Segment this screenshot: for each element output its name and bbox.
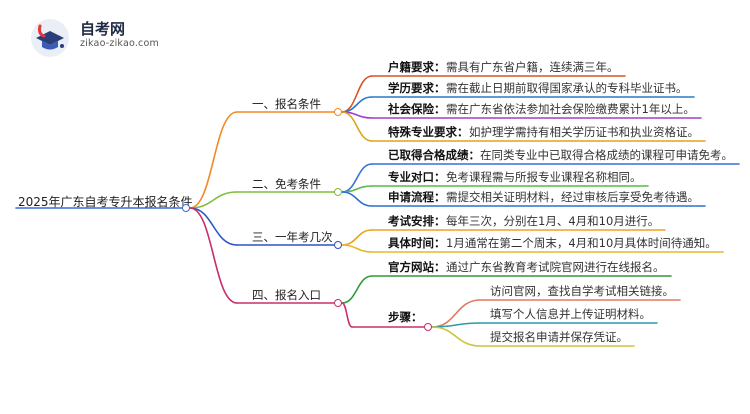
step-item-connector-3 (431, 326, 481, 347)
step-item-1: 访问官网，查找自学考试相关链接。 (490, 284, 674, 298)
leaf-connector-1-2 (341, 96, 373, 113)
logo-icon (28, 16, 72, 60)
leaf-text-4-1: 通过广东省教育考试院官网进行在线报名。 (446, 260, 665, 274)
leaf-connector-1-4 (341, 111, 373, 142)
leaf-label-2-3: 申请流程： (388, 190, 446, 204)
site-url[interactable]: zikao-zikao.com (80, 38, 159, 49)
branch-connector-4 (189, 207, 238, 304)
leaf-text-1-3: 需在广东省依法参加社会保险缴费累计1年以上。 (446, 102, 695, 116)
leaf-label-2-1: 已取得合格成绩： (388, 148, 480, 162)
branch-node-3[interactable] (334, 241, 342, 249)
leaf-connector-2-2 (341, 185, 373, 193)
step-label: 步骤： (388, 310, 423, 324)
leaf-connector-1-1 (341, 75, 373, 113)
step-connector (341, 302, 353, 328)
leaf-text-3-2: 1月通常在第二个周末，4月和10月具体时间待通知。 (446, 236, 717, 250)
leaf-connector-2-3 (341, 191, 373, 207)
leaf-text-1-4: 如护理学需持有相关学历证书和执业资格证。 (469, 125, 699, 139)
branch-node-4[interactable] (334, 299, 342, 307)
branch-connector-3 (189, 207, 238, 246)
step-node[interactable] (424, 323, 432, 331)
leaf-label-1-4: 特殊专业要求： (388, 125, 469, 139)
branch-node-2[interactable] (334, 188, 342, 196)
step-item-connector-2 (431, 322, 481, 328)
leaf-connector-4-1 (341, 275, 373, 304)
branch-label-4: 四、报名入口 (252, 288, 321, 302)
leaf-label-1-3: 社会保险： (388, 102, 446, 116)
root-node[interactable] (182, 204, 190, 212)
leaf-label-4-1: 官方网站： (388, 260, 446, 274)
leaf-text-2-3: 需提交相关证明材料，经过审核后享受免考待遇。 (446, 190, 699, 204)
leaf-text-3-1: 每年三次，分别在1月、4月和10月进行。 (446, 214, 660, 228)
leaf-label-1-1: 户籍要求： (388, 60, 446, 74)
leaf-label-1-2: 学历要求： (388, 81, 446, 95)
leaf-connector-3-1 (341, 229, 373, 246)
branch-label-2: 二、免考条件 (252, 177, 321, 191)
site-name[interactable]: 自考网 (80, 20, 126, 38)
root-topic: 2025年广东自考专升本报名条件 (18, 195, 193, 209)
leaf-label-3-1: 考试安排： (388, 214, 446, 228)
leaf-connector-2-1 (341, 163, 373, 193)
leaf-text-2-2: 免考课程需与所报专业课程名称相同。 (446, 170, 642, 184)
branch-label-1: 一、报名条件 (252, 97, 321, 111)
branch-node-1[interactable] (334, 108, 342, 116)
leaf-label-2-2: 专业对口： (388, 170, 446, 184)
leaf-connector-3-2 (341, 244, 373, 253)
leaf-text-2-1: 在同类专业中已取得合格成绩的课程可申请免考。 (480, 148, 733, 162)
step-item-2: 填写个人信息并上传证明材料。 (490, 307, 651, 321)
step-item-3: 提交报名申请并保存凭证。 (490, 330, 628, 344)
branch-label-3: 三、一年考几次 (252, 230, 333, 244)
leaf-label-3-2: 具体时间： (388, 236, 446, 250)
leaf-text-1-2: 需在截止日期前取得国家承认的专科毕业证书。 (446, 81, 688, 95)
branch-connector-1 (189, 111, 238, 209)
branch-connector-2 (189, 191, 238, 209)
leaf-text-1-1: 需具有广东省户籍，连续满三年。 (446, 60, 619, 74)
